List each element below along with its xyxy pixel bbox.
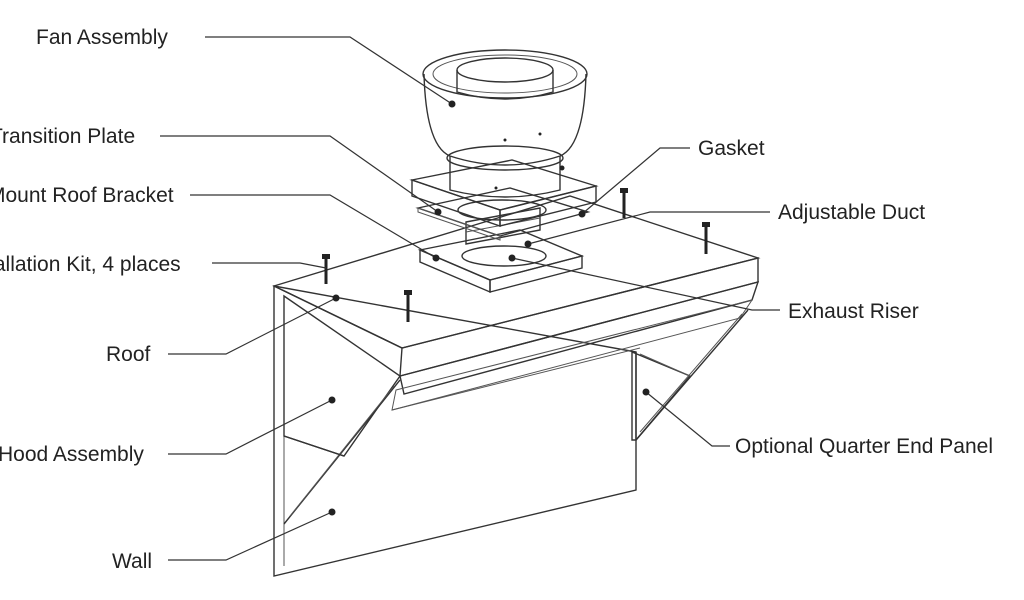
leader-lines xyxy=(160,36,780,561)
label-gasket: Gasket xyxy=(698,137,765,160)
label-hood-assembly: Hood Assembly xyxy=(0,443,144,466)
callout-labels: Fan Assembly Transition Plate Mount Roof… xyxy=(0,26,993,573)
label-installation-kit: Installation Kit, 4 places xyxy=(0,253,181,276)
quarter-end-panel xyxy=(631,309,749,441)
wall-panel xyxy=(273,285,637,577)
label-fan-assembly: Fan Assembly xyxy=(36,26,168,49)
label-mount-roof-bracket: Mount Roof Bracket xyxy=(0,184,174,207)
fan-assembly xyxy=(422,49,588,198)
bolt-1 xyxy=(322,254,330,284)
label-optional-quarter-end-panel: Optional Quarter End Panel xyxy=(735,435,993,458)
hood-assembly xyxy=(272,195,761,525)
label-wall: Wall xyxy=(112,550,152,573)
bolt-2 xyxy=(404,290,412,322)
label-roof: Roof xyxy=(106,343,151,366)
installation-kit-bolts xyxy=(322,188,710,322)
gasket xyxy=(415,187,591,241)
bolt-3 xyxy=(620,188,628,218)
label-adjustable-duct: Adjustable Duct xyxy=(778,201,925,224)
label-exhaust-riser: Exhaust Riser xyxy=(788,300,919,323)
bolt-4 xyxy=(702,222,710,254)
mount-roof-bracket xyxy=(417,229,585,294)
label-transition-plate: Transition Plate xyxy=(0,125,135,148)
